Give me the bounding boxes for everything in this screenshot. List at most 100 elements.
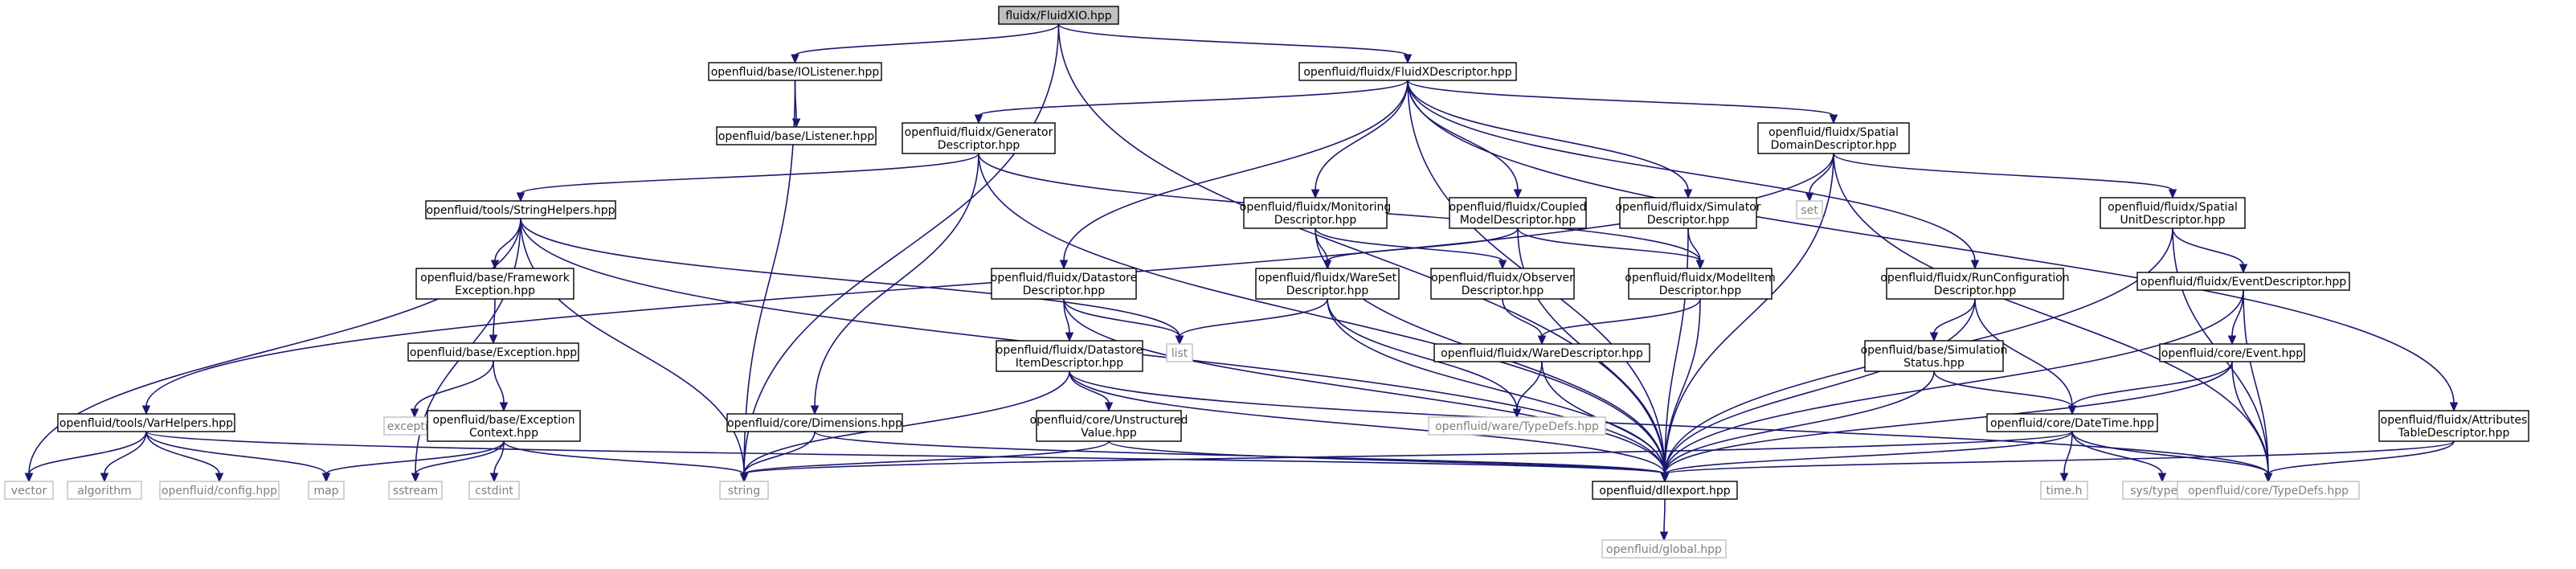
node-map: map <box>308 481 345 500</box>
edge-varhelpers-to-map <box>145 431 327 475</box>
node-box-map <box>308 481 345 500</box>
node-root[interactable]: fluidx/FluidXIO.hpp <box>998 6 1119 25</box>
node-box-exception <box>407 342 579 362</box>
node-iolistener[interactable]: openfluid/base/IOListener.hpp <box>708 62 882 81</box>
node-sstream: sstream <box>388 481 443 500</box>
node-spatialdomain[interactable]: openfluid/fluidx/SpatialDomainDescriptor… <box>1757 122 1910 154</box>
edge-gendesc-to-dllexport <box>978 153 1666 475</box>
arrowhead-root-to-fxdesc <box>1403 54 1413 64</box>
node-box-attributes <box>2378 410 2529 442</box>
arrowhead-gendesc-to-dimensions <box>810 405 820 415</box>
node-label-map: map <box>313 485 338 497</box>
node-dllexport[interactable]: openfluid/dllexport.hpp <box>1592 481 1738 500</box>
node-strhelpers[interactable]: openfluid/tools/StringHelpers.hpp <box>425 200 616 219</box>
edge-varhelpers-to-config <box>145 431 220 475</box>
node-event[interactable]: openfluid/core/Event.hpp <box>2159 343 2305 362</box>
arrowhead-attributes-to-coretypedefs <box>2263 473 2273 483</box>
edge-modelitem-to-waredesc <box>1541 298 1701 338</box>
node-label-monitoring: Descriptor.hpp <box>1274 214 1357 227</box>
node-monitoring[interactable]: openfluid/fluidx/MonitoringDescriptor.hp… <box>1240 197 1391 229</box>
node-label-algorithm: algorithm <box>77 485 132 497</box>
arrowhead-gendesc-to-strhelpers <box>516 192 525 203</box>
node-label-coupled: ModelDescriptor.hpp <box>1460 214 1576 227</box>
edge-datastore-to-list <box>1063 298 1180 338</box>
node-fxdesc[interactable]: openfluid/fluidx/FluidXDescriptor.hpp <box>1298 62 1517 81</box>
arrowhead-spatialunit-to-eventdesc <box>2239 264 2248 274</box>
node-coretypedefs: openfluid/core/TypeDefs.hpp <box>2177 481 2360 500</box>
edge-datetime-to-systypes <box>2071 431 2163 475</box>
arrowhead-eventdesc-to-event <box>2227 335 2237 346</box>
edge-excctx-to-sstream <box>415 440 505 475</box>
edge-fxdesc-to-spatialdomain <box>1407 80 1834 117</box>
node-label-simstatus: Status.hpp <box>1903 357 1965 370</box>
node-vector: vector <box>4 481 54 500</box>
arrowhead-varhelpers-to-algorithm <box>100 473 109 483</box>
node-box-modelitem <box>1628 268 1773 300</box>
arrowhead-excctx-to-sstream <box>411 473 420 483</box>
node-box-algorithm <box>67 481 142 500</box>
node-varhelpers[interactable]: openfluid/tools/VarHelpers.hpp <box>57 413 235 432</box>
node-label-cstdint: cstdint <box>475 485 513 497</box>
node-coupled[interactable]: openfluid/fluidx/CoupledModelDescriptor.… <box>1449 197 1587 229</box>
arrowhead-exception-to-exceptionstd <box>410 408 419 419</box>
edge-wareset-to-dllexport <box>1327 298 1666 475</box>
edge-varhelpers-to-dllexport <box>145 431 1666 475</box>
node-box-global <box>1601 539 1727 559</box>
node-box-event <box>2159 343 2305 362</box>
node-label-dsitem: openfluid/fluidx/Datastore <box>996 344 1143 357</box>
node-label-fwexc: Exception.hpp <box>455 284 535 297</box>
edge-spatialdomain-to-dllexport <box>1664 153 1834 475</box>
node-cstdint: cstdint <box>468 481 520 500</box>
edge-attributes-to-coretypedefs <box>2267 440 2455 475</box>
node-dsitem[interactable]: openfluid/fluidx/DatastoreItemDescriptor… <box>996 340 1143 372</box>
node-label-monitoring: openfluid/fluidx/Monitoring <box>1240 201 1391 214</box>
edge-event-to-datetime <box>2071 361 2233 407</box>
node-eventdesc[interactable]: openfluid/fluidx/EventDescriptor.hpp <box>2136 272 2350 291</box>
edge-fxdesc-to-attributes <box>1407 80 2455 404</box>
node-listener[interactable]: openfluid/base/Listener.hpp <box>716 126 877 145</box>
node-datetime[interactable]: openfluid/core/DateTime.hpp <box>1986 413 2158 432</box>
arrowhead-fxdesc-to-spatialdomain <box>1829 114 1838 125</box>
node-waredesc[interactable]: openfluid/fluidx/WareDescriptor.hpp <box>1433 343 1650 362</box>
node-label-simdesc: openfluid/fluidx/Simulator <box>1615 201 1760 214</box>
edge-strhelpers-to-list <box>520 218 1180 338</box>
edge-dllexport-to-global <box>1663 498 1666 534</box>
arrowhead-monitoring-to-observer <box>1498 260 1507 270</box>
node-label-wareset: openfluid/fluidx/WareSet <box>1258 272 1397 284</box>
node-runconfig[interactable]: openfluid/fluidx/RunConfigurationDescrip… <box>1880 268 2070 300</box>
node-box-spatialdomain <box>1757 122 1910 154</box>
node-label-dimensions: openfluid/core/Dimensions.hpp <box>727 417 902 430</box>
edge-attributes-to-dllexport <box>1664 440 2455 475</box>
node-label-sstream: sstream <box>393 485 438 497</box>
edge-dsitem-to-coretypedefs <box>1069 370 2269 475</box>
node-global: openfluid/global.hpp <box>1601 539 1727 559</box>
node-box-waretypedefs <box>1428 416 1606 436</box>
edge-fxdesc-to-datastore <box>1063 80 1409 262</box>
node-spatialunit[interactable]: openfluid/fluidx/SpatialUnitDescriptor.h… <box>2100 197 2246 229</box>
edge-datetime-to-string <box>743 431 2073 475</box>
edge-eventdesc-to-coretypedefs <box>2243 289 2269 475</box>
node-exception[interactable]: openfluid/base/Exception.hpp <box>407 342 579 362</box>
node-box-observer <box>1430 268 1575 300</box>
edge-fwexc-to-exception <box>493 298 496 337</box>
node-attributes[interactable]: openfluid/fluidx/AttributesTableDescript… <box>2378 410 2529 442</box>
node-label-runconfig: openfluid/fluidx/RunConfiguration <box>1880 272 2069 284</box>
arrowhead-attributes-to-dllexport <box>1660 473 1670 483</box>
arrowhead-runconfig-to-simstatus <box>1929 332 1939 342</box>
node-dimensions[interactable]: openfluid/core/Dimensions.hpp <box>726 413 903 432</box>
edge-iolistener-to-string <box>743 80 796 475</box>
edge-waredesc-to-waretypedefs <box>1516 361 1543 411</box>
edge-event-to-dllexport <box>1664 361 2233 475</box>
nodes-layer: fluidx/FluidXIO.hpp openfluid/base/IOList… <box>4 6 2529 559</box>
edge-gendesc-to-strhelpers <box>520 153 979 194</box>
